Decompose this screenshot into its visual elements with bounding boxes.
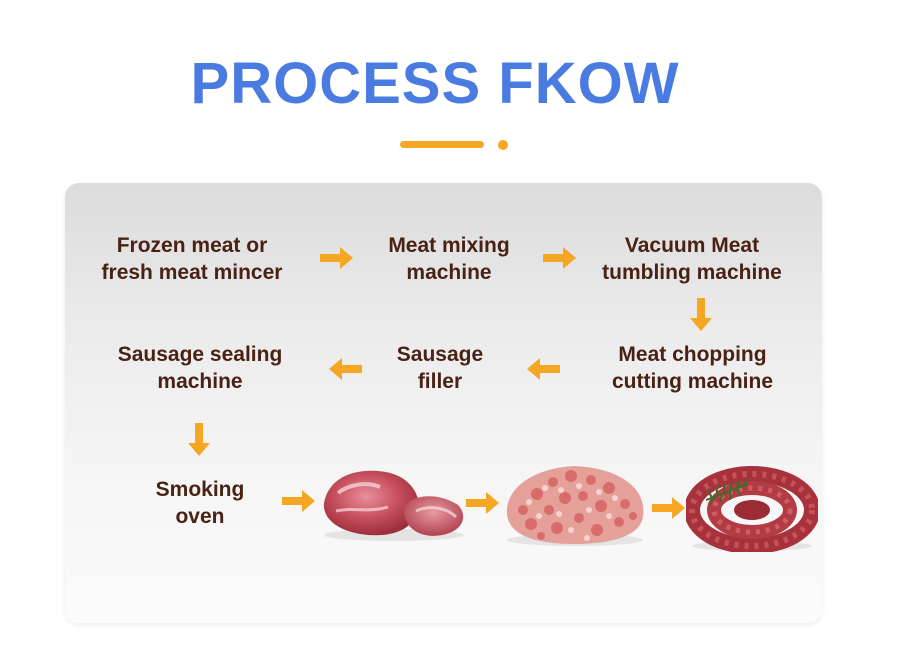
underline-dot <box>498 140 508 150</box>
step-line: Sausage sealing <box>117 343 283 366</box>
step-line: tumbling machine <box>602 261 782 284</box>
raw-meat-icon <box>323 470 464 541</box>
arrow-right-icon <box>652 497 685 519</box>
step-sausage-filler: Sausage filler <box>375 341 505 395</box>
step-line: Meat mixing <box>388 234 510 257</box>
step-line: cutting machine <box>611 370 774 393</box>
sausage-coil-icon <box>686 466 818 552</box>
arrow-down-icon <box>188 423 210 456</box>
step-line: oven <box>175 505 225 528</box>
step-line: Smoking <box>155 478 245 501</box>
process-panel <box>65 183 822 623</box>
step-line: Vacuum Meat <box>624 234 760 257</box>
step-line: fresh meat mincer <box>101 261 283 284</box>
minced-meat-icon <box>506 466 644 546</box>
step-vacuum-tumbling: Vacuum Meat tumbling machine <box>580 232 804 286</box>
arrow-down-icon <box>690 298 712 331</box>
arrow-right-icon <box>466 492 499 514</box>
step-meat-mincer: Frozen meat or fresh meat mincer <box>80 232 304 286</box>
step-line: machine <box>157 370 243 393</box>
step-smoking-oven: Smoking oven <box>140 476 260 530</box>
step-line: machine <box>406 261 492 284</box>
underline-bar <box>400 141 484 148</box>
arrow-right-icon <box>543 247 576 269</box>
step-meat-chopping: Meat chopping cutting machine <box>585 341 800 395</box>
step-line: Sausage <box>396 343 484 366</box>
page-title: PROCESS FKOW <box>190 51 680 116</box>
title-underline-decoration <box>400 140 520 150</box>
arrow-left-icon <box>527 358 560 380</box>
arrow-right-icon <box>320 247 353 269</box>
step-sausage-sealing: Sausage sealing machine <box>90 341 310 395</box>
step-meat-mixing: Meat mixing machine <box>365 232 533 286</box>
arrow-left-icon <box>329 358 362 380</box>
step-line: Meat chopping <box>618 343 767 366</box>
step-line: Frozen meat or <box>116 234 268 257</box>
arrow-right-icon <box>282 490 315 512</box>
step-line: filler <box>417 370 463 393</box>
